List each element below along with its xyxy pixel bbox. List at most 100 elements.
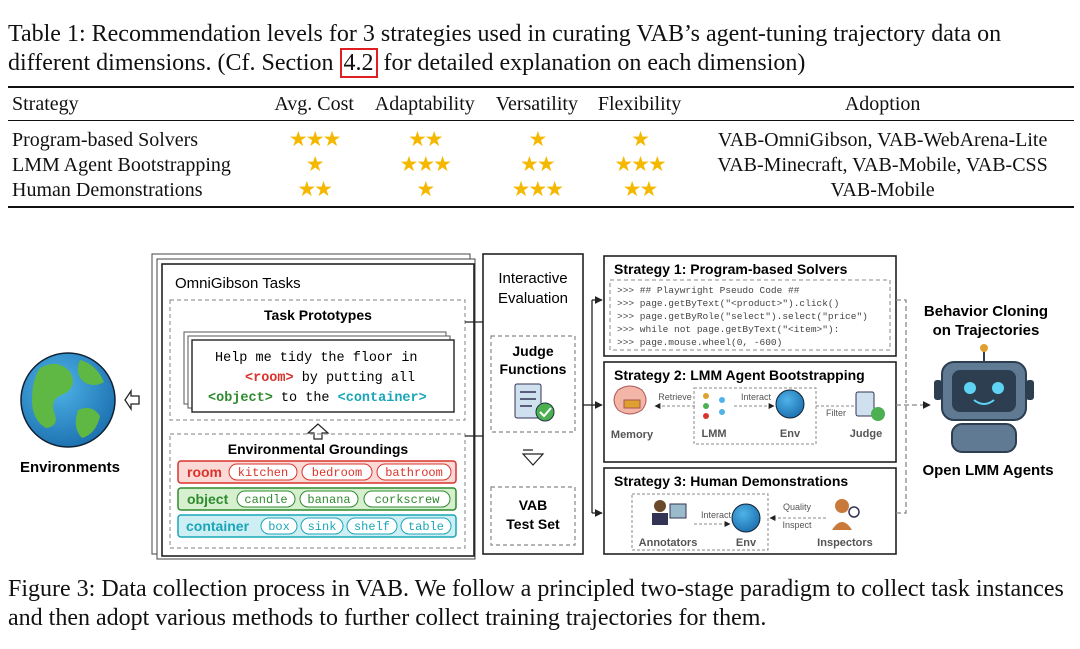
col-versatility: Versatility xyxy=(485,86,588,121)
col-strategy: Strategy xyxy=(8,86,265,121)
table-header-row: Strategy Avg. Cost Adaptability Versatil… xyxy=(8,86,1074,121)
omnigibson-title: OmniGibson Tasks xyxy=(175,275,301,292)
figure-caption: Figure 3: Data collection process in VAB… xyxy=(8,576,1064,631)
human-loop-box xyxy=(631,493,769,551)
svg-text:Test Set: Test Set xyxy=(506,516,560,532)
star-rating-icon: ★ xyxy=(416,177,435,201)
svg-text:Env: Env xyxy=(736,537,757,549)
star-rating-icon: ★ xyxy=(631,127,650,151)
svg-text:shelf: shelf xyxy=(354,520,390,534)
inspector-icon xyxy=(832,499,860,530)
svg-text:Quality: Quality xyxy=(783,502,812,512)
star-rating-icon: ★★ xyxy=(520,152,556,176)
svg-text:room: room xyxy=(187,464,222,480)
svg-text:bedroom: bedroom xyxy=(312,466,362,480)
svg-text:table: table xyxy=(408,520,444,534)
recommendation-table: Strategy Avg. Cost Adaptability Versatil… xyxy=(8,86,1074,208)
star-rating-icon: ★★ xyxy=(297,177,333,201)
table-caption: Table 1: Recommendation levels for 3 str… xyxy=(8,20,1074,78)
down-arrow-icon xyxy=(521,449,545,466)
globe-icon xyxy=(20,352,116,448)
table-caption-text: Table 1: Recommendation levels for 3 str… xyxy=(8,21,1002,76)
svg-text:Evaluation: Evaluation xyxy=(498,290,568,307)
svg-text:Retrieve: Retrieve xyxy=(658,392,692,402)
memory-icon xyxy=(613,385,647,415)
strategy3-title: Strategy 3: Human Demonstrations xyxy=(614,473,848,489)
data-collection-figure: Environments OmniGibson Tasks Task Proto… xyxy=(20,253,1054,560)
star-rating-icon: ★★★ xyxy=(614,152,667,176)
test-set-label: VAB xyxy=(519,497,548,513)
svg-text:box: box xyxy=(268,520,290,534)
task-prototypes-box xyxy=(169,299,466,421)
grounding-container-row: container box sink shelf table xyxy=(177,514,457,538)
star-rating-icon: ★ xyxy=(305,152,325,176)
svg-text:Inspectors: Inspectors xyxy=(817,537,873,549)
strategy2-panel xyxy=(603,361,897,463)
svg-text:LMM: LMM xyxy=(701,428,726,440)
star-rating-icon: ★ xyxy=(528,127,547,151)
strategy1-title: Strategy 1: Program-based Solvers xyxy=(614,261,848,277)
open-lmm-agents-label: Open LMM Agents xyxy=(922,462,1053,479)
svg-text:object: object xyxy=(187,491,229,507)
table-caption-suffix: for detailed explanation on each dimensi… xyxy=(377,50,806,76)
grounding-object-row: object candle banana corkscrew xyxy=(177,487,457,511)
table-row: LMM Agent Bootstrapping ★ ★★★ ★★ ★★★ VAB… xyxy=(8,152,1074,177)
table-row: Program-based Solvers ★★★ ★★ ★ ★ VAB-Omn… xyxy=(8,121,1074,153)
svg-text:bathroom: bathroom xyxy=(385,466,443,480)
strategy-cell: Program-based Solvers xyxy=(12,128,199,151)
svg-text:Inspect: Inspect xyxy=(782,520,812,530)
svg-text:Judge: Judge xyxy=(850,428,882,440)
svg-text:Annotators: Annotators xyxy=(639,537,698,549)
svg-text:Memory: Memory xyxy=(611,429,654,441)
svg-text:Env: Env xyxy=(780,428,801,440)
test-set-box xyxy=(490,486,576,546)
checklist-icon xyxy=(514,383,555,422)
strategy-cell: LMM Agent Bootstrapping xyxy=(12,153,231,176)
svg-text:Interact: Interact xyxy=(701,510,732,520)
svg-text:Interact: Interact xyxy=(741,392,772,402)
neural-network-icon xyxy=(703,393,725,419)
environments-label: Environments xyxy=(20,459,120,476)
star-rating-icon: ★★★ xyxy=(288,127,342,151)
annotator-icon xyxy=(652,500,687,525)
task-prompt-card xyxy=(191,339,455,413)
adoption-cell: VAB-OmniGibson, VAB-WebArena-Lite xyxy=(717,128,1048,151)
up-arrow-icon xyxy=(306,423,330,440)
code-block xyxy=(609,279,891,351)
section-ref-link[interactable]: 4.2 xyxy=(339,48,378,78)
env-globe-icon xyxy=(731,503,761,533)
star-rating-icon: ★★ xyxy=(622,177,659,201)
judge-functions-label: Judge xyxy=(512,343,553,359)
col-flexibility: Flexibility xyxy=(587,86,692,121)
task-prompt-text: Help me tidy the floor in <room> by putt… xyxy=(208,351,427,406)
judge-functions-box xyxy=(490,335,576,433)
col-adoption: Adoption xyxy=(691,86,1074,121)
star-rating-icon: ★★★ xyxy=(511,177,565,201)
robot-icon xyxy=(934,344,1034,453)
agent-loop-box xyxy=(693,387,817,445)
groundings-box xyxy=(169,433,466,549)
strategy-cell: Human Demonstrations xyxy=(8,177,265,208)
col-adaptability: Adaptability xyxy=(363,86,486,121)
svg-text:on Trajectories: on Trajectories xyxy=(933,322,1040,339)
svg-text:Filter: Filter xyxy=(826,408,846,418)
star-rating-icon: ★★ xyxy=(407,127,444,151)
svg-text:Functions: Functions xyxy=(500,361,567,377)
svg-text:corkscrew: corkscrew xyxy=(375,493,441,507)
svg-text:kitchen: kitchen xyxy=(238,466,288,480)
adoption-cell: VAB-Mobile xyxy=(691,177,1074,208)
star-rating-icon: ★★★ xyxy=(399,152,453,176)
judge-checklist-icon xyxy=(855,391,885,421)
right-arrow-icon xyxy=(124,388,140,412)
behavior-cloning-label: Behavior Cloning xyxy=(924,303,1048,320)
svg-text:candle: candle xyxy=(244,493,287,507)
grounding-room-row: room kitchen bedroom bathroom xyxy=(177,460,457,484)
strategy2-title: Strategy 2: LMM Agent Bootstrapping xyxy=(614,367,865,383)
col-avg-cost: Avg. Cost xyxy=(264,86,364,121)
strategy1-panel xyxy=(603,255,897,357)
adoption-cell: VAB-Minecraft, VAB-Mobile, VAB-CSS xyxy=(717,153,1048,176)
groundings-label: Environmental Groundings xyxy=(228,441,409,457)
task-prototypes-label: Task Prototypes xyxy=(264,307,372,323)
table-row: Human Demonstrations ★★ ★ ★★★ ★★ VAB-Mob… xyxy=(8,177,1074,208)
env-globe-icon xyxy=(775,389,805,419)
